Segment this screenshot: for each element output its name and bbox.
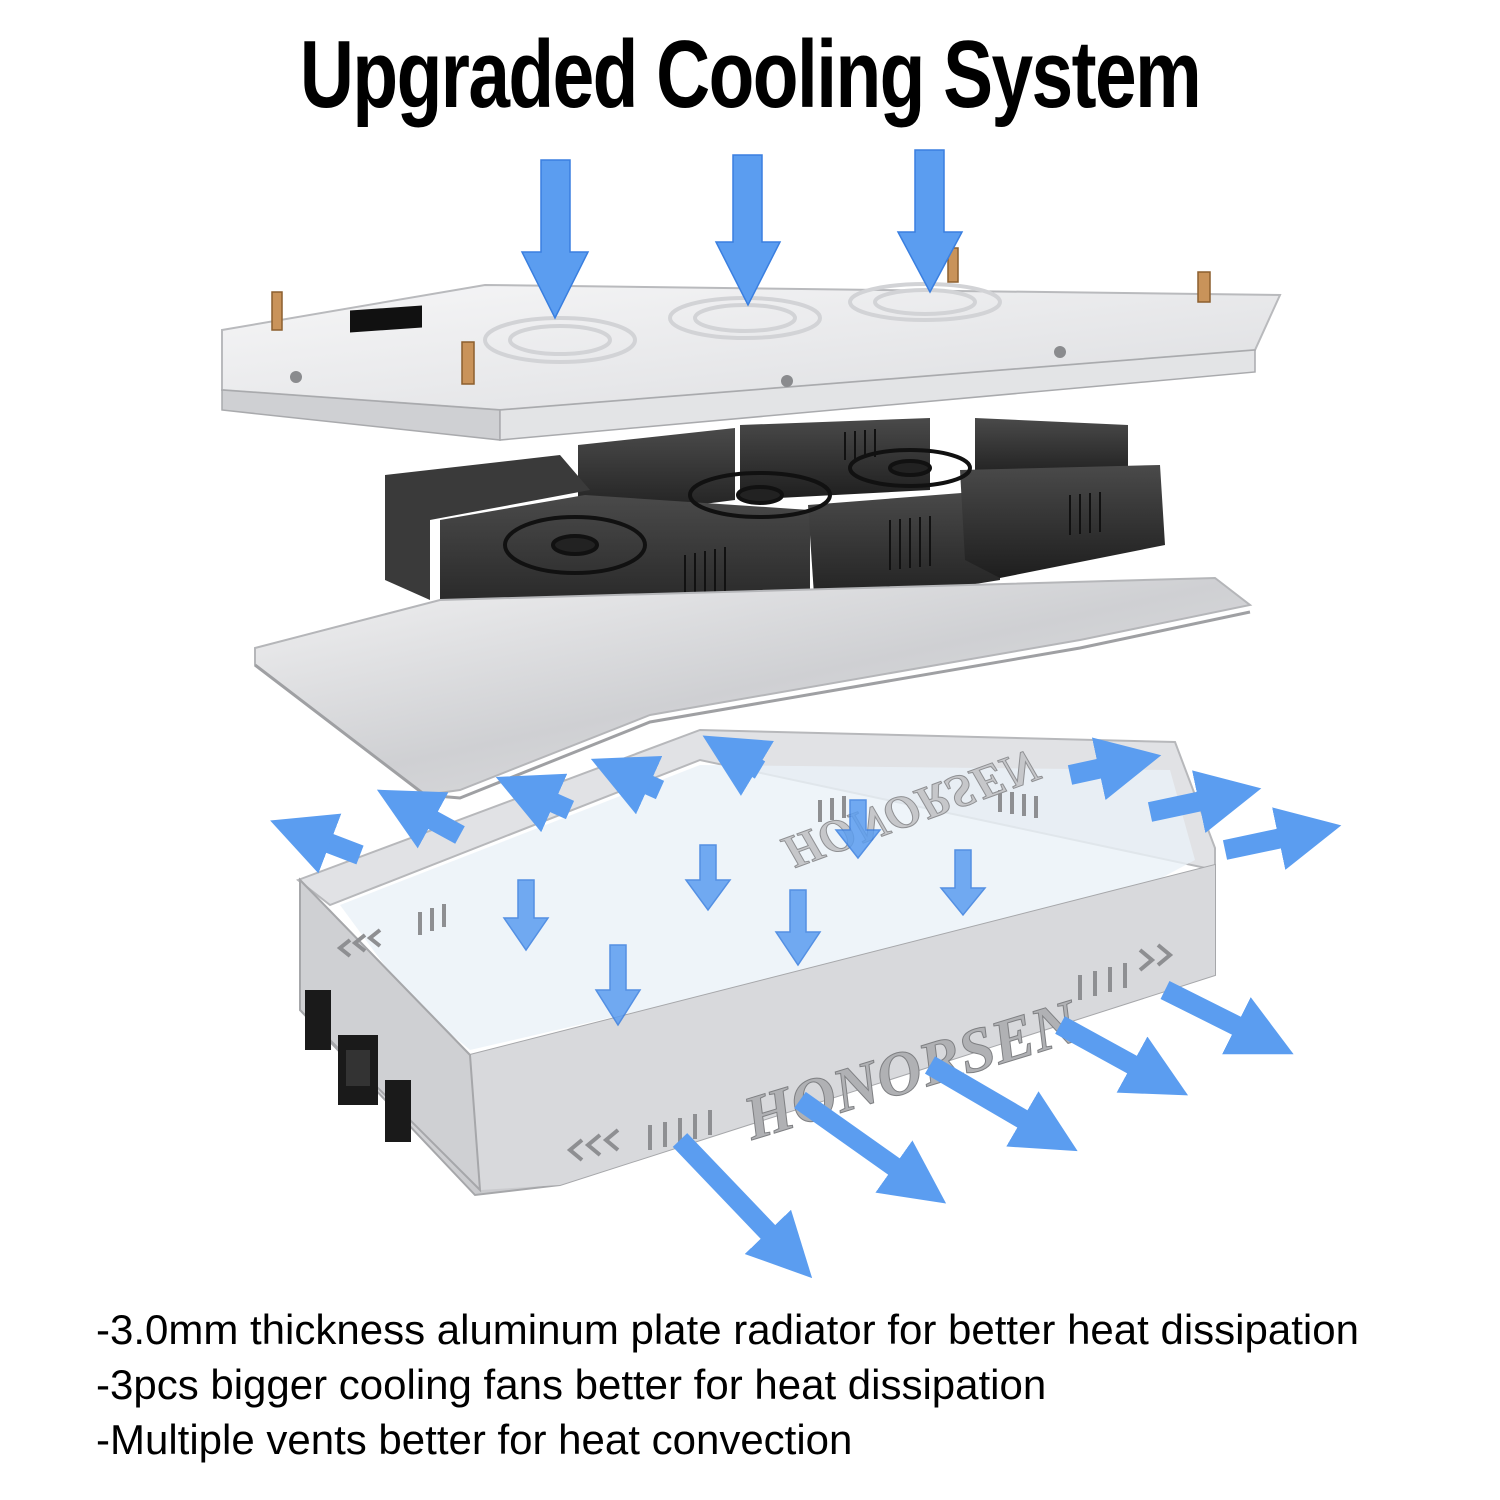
fan-grille-1 (483, 316, 637, 364)
feature-item: -3.0mm thickness aluminum plate radiator… (96, 1306, 1359, 1353)
arrow-down-icon (502, 149, 987, 1027)
page-title: Upgraded Cooling System (299, 21, 1202, 128)
power-socket-icon (338, 1035, 378, 1105)
power-connector (350, 305, 422, 333)
screws (290, 346, 1066, 387)
fan-icon (503, 448, 972, 575)
arrow-out-icon (270, 735, 1342, 1279)
aluminum-radiator-plate (254, 576, 1253, 800)
rocker-switch-icon (305, 990, 411, 1142)
driver-vent-slots (684, 429, 1101, 605)
lamp-frame: HONORSEN HONORSEN (295, 728, 1216, 1197)
exploded-cooling-diagram: HONORSEN HONORSEN (221, 149, 1342, 1279)
feature-item: -3pcs bigger cooling fans better for hea… (96, 1361, 1047, 1408)
feature-list: -3.0mm thickness aluminum plate radiator… (96, 1302, 1476, 1467)
feature-item: -Multiple vents better for heat convecti… (96, 1416, 853, 1463)
frame-vents (336, 790, 1174, 1162)
